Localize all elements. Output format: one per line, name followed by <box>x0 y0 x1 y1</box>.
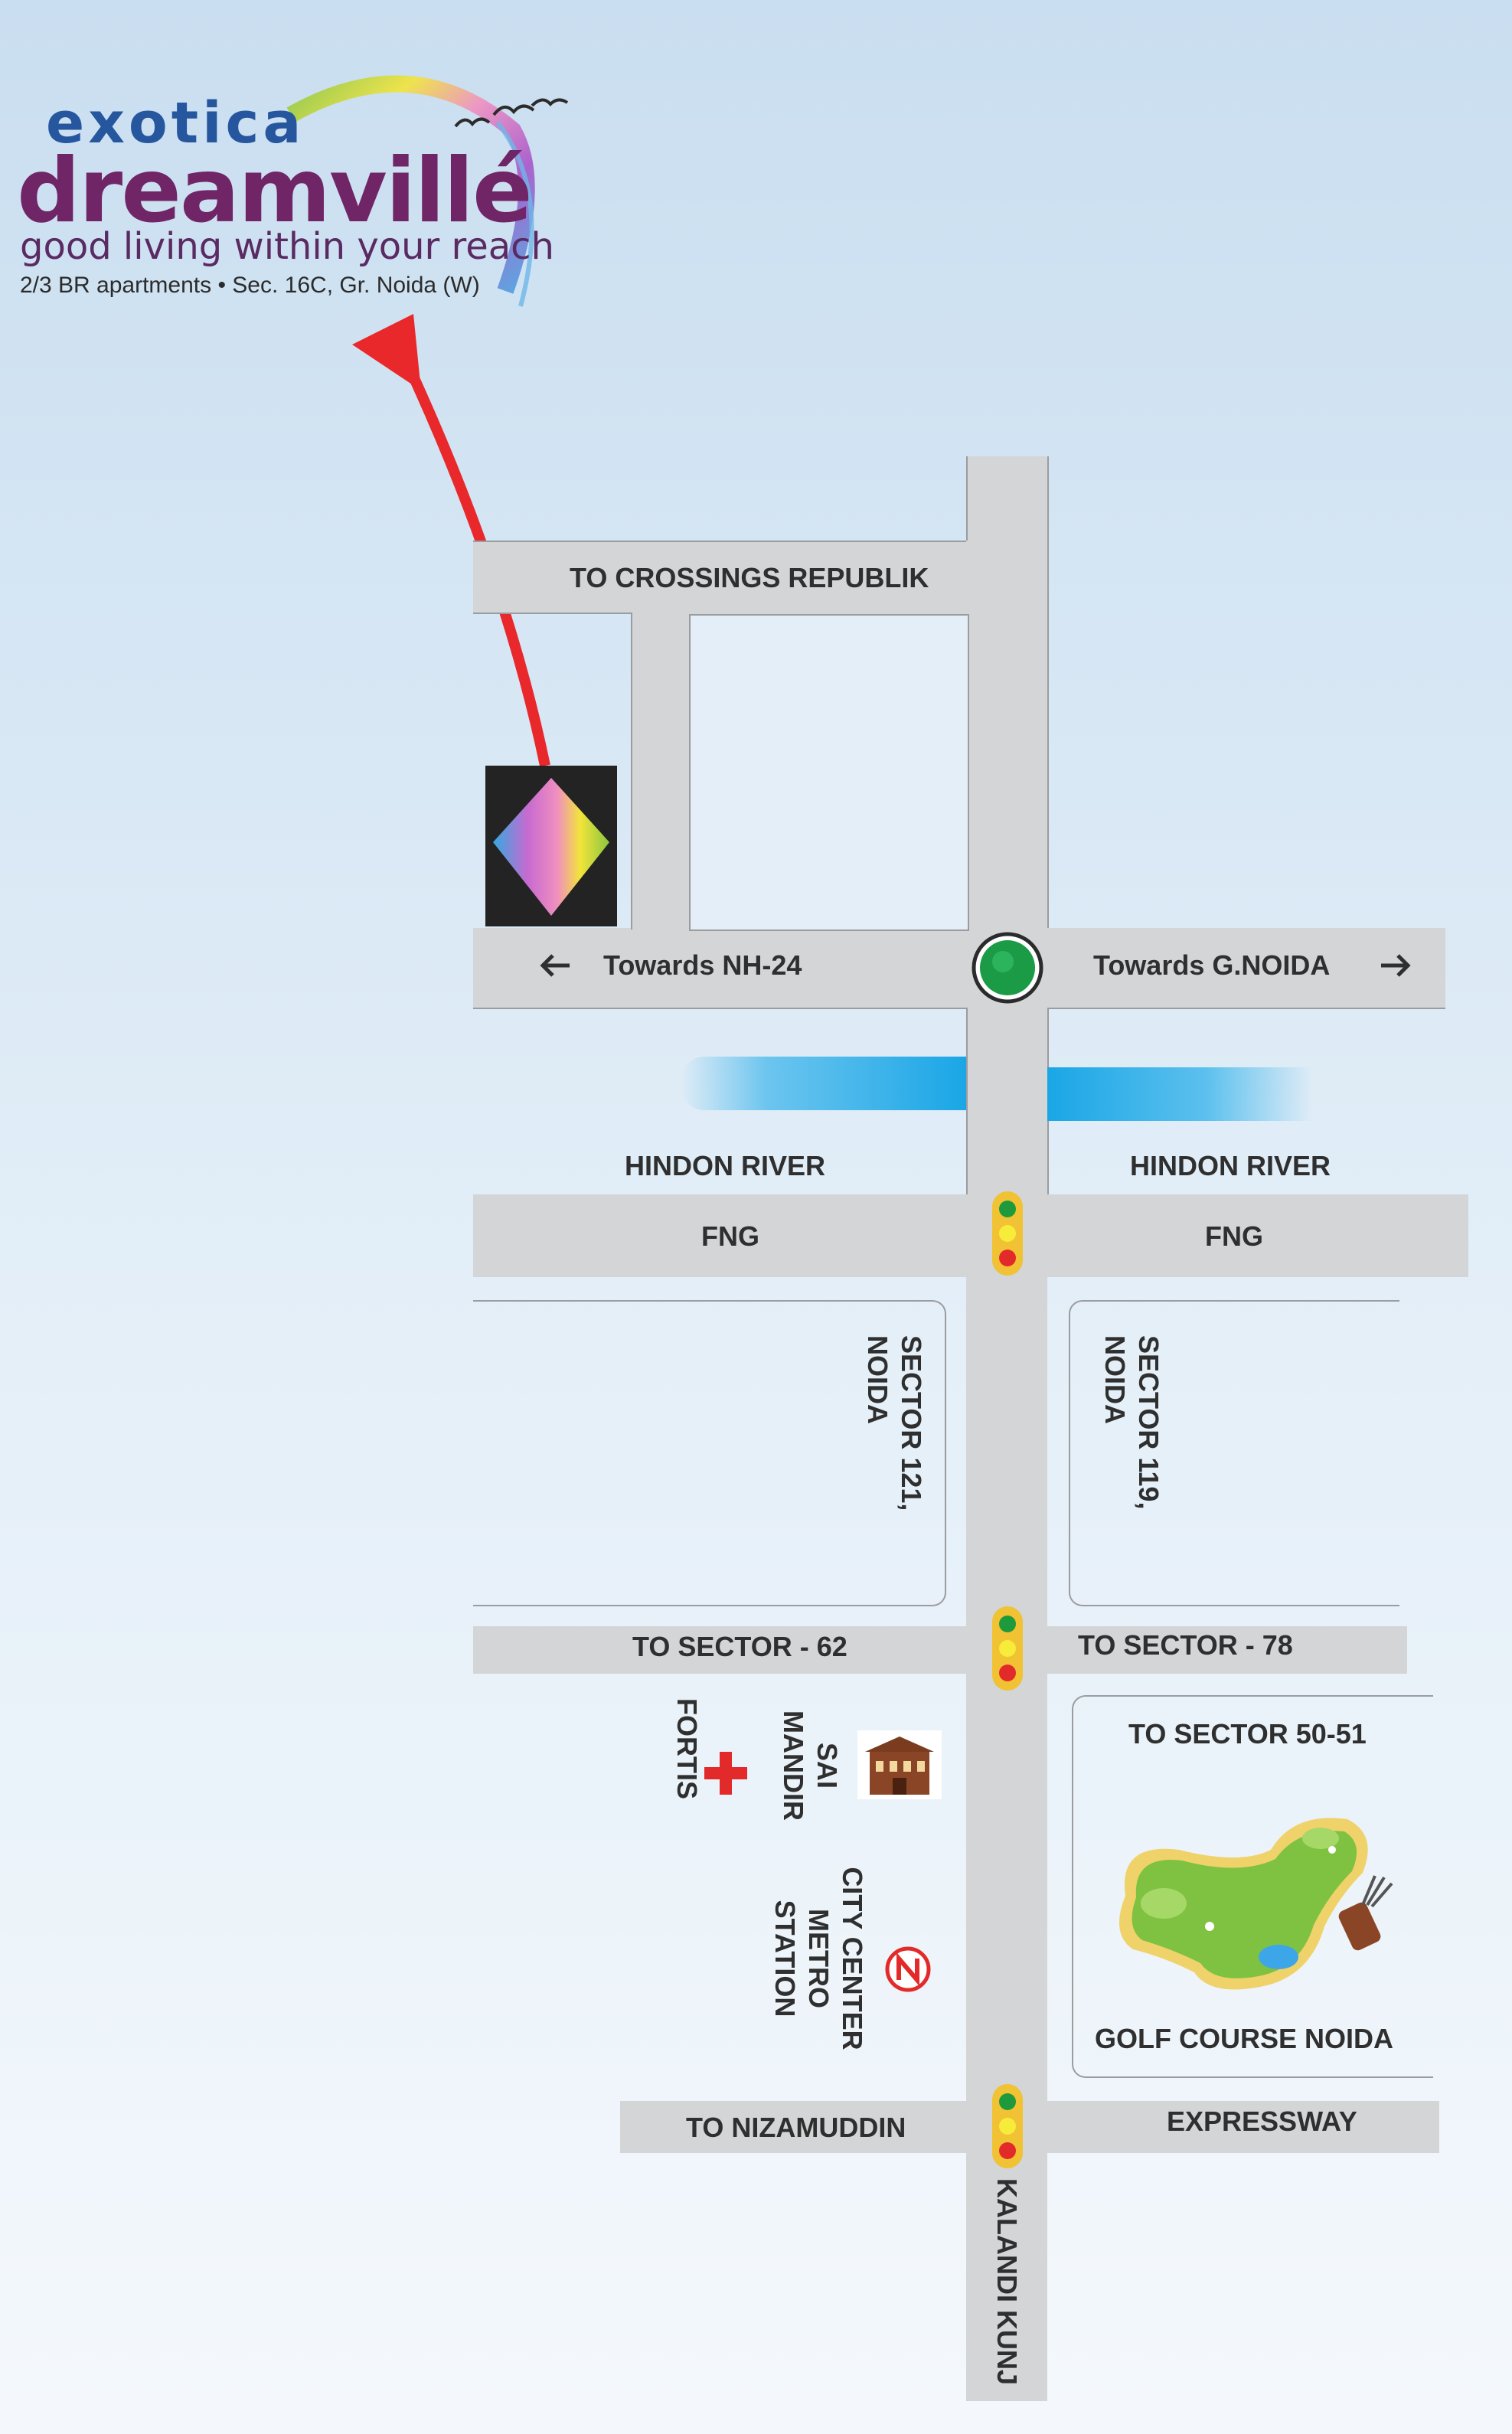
left-connector-road <box>632 613 691 928</box>
place-label-sector-119: SECTOR 119, NOIDA <box>1092 1335 1165 1580</box>
main-vertical-road <box>966 456 1047 2401</box>
sai-mandir-line2: MANDIR <box>778 1710 809 1821</box>
crossings-republik-road <box>473 541 971 614</box>
road-edge <box>473 613 632 929</box>
expressway-road <box>620 2101 1439 2153</box>
sai-mandir-line1: SAI <box>812 1742 843 1789</box>
road-edge <box>966 1008 968 1194</box>
traffic-light-icon <box>992 1606 1023 1691</box>
site-marker-icon <box>485 766 617 926</box>
metro-line1: CITY CENTER <box>837 1867 868 2050</box>
road-edge <box>966 456 968 541</box>
road-label-fng-left: FNG <box>701 1220 759 1252</box>
road-edge <box>689 614 969 931</box>
brand-name-main: dreamvillé <box>17 139 533 243</box>
brand-details: 2/3 BR apartments • Sec. 16C, Gr. Noida … <box>20 273 480 298</box>
hindon-river-right <box>1047 1067 1312 1121</box>
sector-121-line2: NOIDA <box>862 1335 893 1424</box>
sector-119-line2: NOIDA <box>1099 1335 1131 1424</box>
road-label-fng-right: FNG <box>1205 1220 1263 1252</box>
road-label-sector-62: TO SECTOR - 62 <box>632 1631 847 1662</box>
golf-course-icon <box>1119 1818 1368 1990</box>
road-label-sector-78: TO SECTOR - 78 <box>1078 1629 1293 1661</box>
metro-line2: METRO <box>803 1909 834 2008</box>
road-label-crossings-republik: TO CROSSINGS REPUBLIK <box>570 562 929 593</box>
place-label-hindon-river-left: HINDON RIVER <box>625 1150 826 1181</box>
road-label-nizamuddin: TO NIZAMUDDIN <box>686 2112 906 2143</box>
place-label-golf-course: GOLF COURSE NOIDA <box>1095 2023 1394 2054</box>
place-label-sector-50-51: TO SECTOR 50-51 <box>1128 1718 1367 1750</box>
left-arrow-icon <box>540 954 570 977</box>
sector-62-78-road <box>473 1626 1407 1674</box>
traffic-light-icon <box>992 2084 1023 2168</box>
place-label-sai-mandir: SAI MANDIR <box>776 1704 844 1827</box>
traffic-light-icon <box>992 1191 1023 1276</box>
golf-bag-icon <box>1338 1875 1393 1951</box>
road-label-g-noida: Towards G.NOIDA <box>1093 949 1331 981</box>
brand-name-top: exotica <box>46 90 305 156</box>
temple-icon <box>857 1730 942 1799</box>
sector-119-block <box>1069 1300 1399 1606</box>
road-label-nh24: Towards NH-24 <box>603 949 802 981</box>
sector-119-line1: SECTOR 119, <box>1133 1335 1164 1510</box>
nh24-road <box>473 928 1445 1008</box>
road-edge <box>1047 1008 1445 1009</box>
right-arrow-icon <box>1381 954 1411 977</box>
place-label-hindon-river-right: HINDON RIVER <box>1130 1150 1331 1181</box>
golf-course-block <box>1072 1695 1433 2078</box>
road-edge <box>473 1008 966 1009</box>
metro-logo-icon <box>885 1946 931 1992</box>
hindon-river-left <box>681 1057 966 1110</box>
sector-121-line1: SECTOR 121, <box>896 1335 927 1511</box>
rainbow-arc-icon <box>286 75 535 307</box>
hospital-cross-icon <box>704 1752 747 1795</box>
place-label-fortis: FORTIS <box>671 1698 703 1799</box>
road-label-expressway: EXPRESSWAY <box>1167 2106 1357 2137</box>
place-label-sector-121: SECTOR 121, NOIDA <box>854 1335 928 1580</box>
metro-line3: STATION <box>769 1900 801 2017</box>
sector-121-block <box>473 1300 946 1606</box>
road-label-kalandi-kunj: KALANDI KUNJ <box>991 2178 1023 2385</box>
road-edge <box>1047 456 1049 928</box>
birds-icon <box>454 98 569 128</box>
place-label-metro: CITY CENTER METRO STATION <box>768 1855 869 2062</box>
fng-road <box>473 1194 1468 1277</box>
road-edge <box>473 541 966 542</box>
brand-tagline: good living within your reach <box>20 225 554 268</box>
roundabout-icon <box>972 932 1043 1004</box>
